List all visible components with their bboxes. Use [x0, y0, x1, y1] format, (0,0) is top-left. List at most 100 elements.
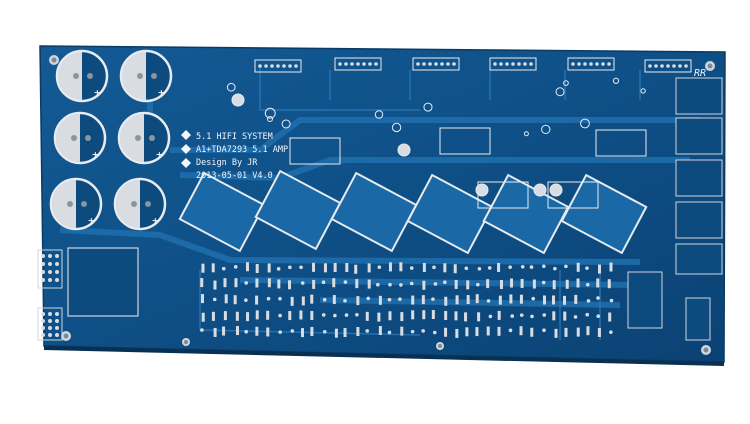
via [421, 329, 425, 333]
smd-pad [466, 280, 470, 290]
smd-pad [498, 295, 502, 305]
via [553, 266, 557, 271]
smd-pad [223, 278, 227, 288]
smd-pad [453, 264, 457, 274]
smd-pad [224, 294, 228, 304]
smd-pad [345, 263, 349, 273]
smd-pad [378, 295, 382, 305]
capacitor: + [49, 177, 103, 231]
smd-pad [222, 326, 226, 336]
via [510, 314, 515, 318]
header-pin [48, 270, 52, 274]
smd-pad [277, 279, 281, 289]
component-ring [264, 107, 276, 119]
header-pin [48, 312, 52, 316]
smd-pad [530, 327, 534, 337]
heatsink-pads [178, 169, 648, 255]
smd-pad [576, 327, 580, 337]
via [333, 313, 337, 318]
small-capacitor [397, 143, 411, 157]
smd-pad [201, 263, 205, 273]
header-pin [41, 278, 45, 282]
via [355, 312, 359, 317]
header-pin [48, 262, 52, 266]
smd-pad [367, 263, 371, 273]
via [321, 280, 326, 285]
smd-pad [332, 295, 336, 305]
smd-pad [455, 295, 459, 305]
via [542, 264, 546, 269]
via [486, 299, 491, 303]
header-pin [41, 333, 45, 337]
smd-pad [455, 328, 459, 338]
smd-pad [563, 295, 567, 305]
via [542, 313, 547, 317]
smd-pad [267, 278, 271, 288]
board-title-line3: Design By JR [196, 158, 258, 168]
smd-pad [519, 326, 523, 336]
via [585, 312, 590, 317]
smd-pad [201, 312, 205, 322]
power-block [37, 247, 139, 341]
component-ring [374, 110, 384, 119]
via [387, 297, 392, 302]
via [276, 267, 281, 271]
header-pin [41, 326, 45, 330]
via [278, 330, 282, 334]
smd-pad [400, 312, 404, 322]
via [432, 265, 436, 270]
smd-pad [552, 280, 556, 290]
smd-pad [444, 310, 448, 320]
board-title-line4: 2013-05-01 V4.0 [196, 171, 273, 181]
smd-pad [399, 262, 403, 272]
header-pin [55, 278, 59, 282]
smd-pad [378, 326, 382, 336]
smd-pad [422, 280, 426, 290]
smd-pad [608, 312, 612, 322]
smd-pad [597, 327, 601, 337]
small-capacitor [533, 183, 547, 197]
smd-pad [332, 278, 336, 288]
svg-text:+: + [94, 86, 101, 99]
via [322, 329, 327, 334]
via [343, 298, 347, 303]
via [585, 266, 589, 270]
ic-outline [547, 181, 599, 209]
right-connectors [627, 77, 723, 341]
smd-pad [388, 262, 392, 272]
capacitor: + [55, 49, 109, 103]
svg-text:+: + [88, 214, 95, 227]
copper-traces [59, 95, 700, 308]
via [388, 282, 392, 287]
via [343, 280, 348, 284]
smd-pad [519, 294, 523, 304]
via [477, 266, 482, 271]
via [410, 329, 415, 334]
via [278, 313, 282, 318]
via [221, 266, 226, 271]
header-pin [41, 312, 45, 316]
smd-pad [499, 279, 503, 289]
via [376, 282, 380, 287]
header-pin [55, 333, 59, 337]
smd-pad [235, 326, 239, 336]
ic-footprint [334, 57, 382, 71]
header-pin [48, 278, 52, 282]
header-pin [48, 326, 52, 330]
smd-pad [532, 279, 536, 289]
smd-pad [377, 312, 381, 322]
smd-pad [576, 278, 580, 288]
smd-pad [266, 310, 270, 320]
via [299, 265, 303, 270]
silkscreen-title: 5.1 HIFI SYSTEM A1+TDA7293 5.1 AMP Desig… [181, 68, 706, 181]
smd-pad [411, 310, 415, 320]
via [409, 281, 414, 286]
via [530, 314, 534, 319]
via [431, 297, 435, 301]
via [596, 296, 600, 300]
smd-pad [477, 312, 481, 322]
smd-pad [266, 327, 270, 337]
smd-pad [497, 262, 501, 272]
svg-text:+: + [156, 148, 163, 161]
smd-pad [312, 262, 316, 272]
